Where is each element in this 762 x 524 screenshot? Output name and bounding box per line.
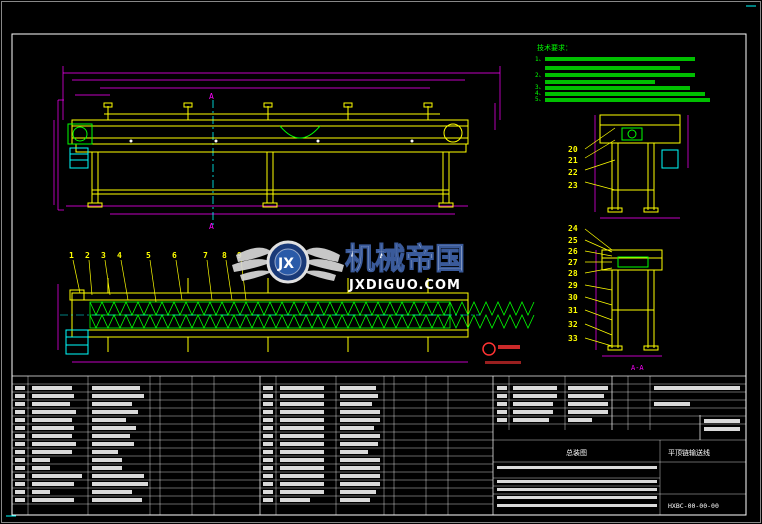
side-view-upper: 20 21 22 23 — [568, 114, 689, 219]
balloon-label: 1 — [69, 251, 74, 260]
parts-text-blocks — [15, 386, 740, 507]
front-dimensions — [53, 66, 501, 215]
tech-note-line: 5、 — [535, 96, 545, 103]
top-view: 1 2 3 4 5 6 7 8 9 — [57, 251, 535, 363]
balloon-label: 27 — [568, 258, 578, 267]
balloon-label: 8 — [222, 251, 227, 260]
tech-notes: 技术要求： 1、 2、 3、 4、 5、 — [535, 43, 710, 103]
drawing-name: 平顶链输送线 — [668, 448, 710, 457]
assembly-label: 总装图 — [566, 448, 587, 457]
top-view-leaders — [72, 259, 247, 303]
balloon-label: 6 — [172, 251, 177, 260]
watermark-url: JXDIGUO.COM — [348, 278, 461, 293]
balloon-label: 26 — [568, 247, 578, 256]
balloon-label: 2 — [85, 251, 90, 260]
balloon-label: 3 — [101, 251, 106, 260]
balloon-label: 4 — [117, 251, 122, 260]
parts-rows-right — [493, 376, 746, 515]
balloon-label: 32 — [568, 320, 578, 329]
tech-note-line: 2、 — [535, 72, 545, 79]
conveyor-frame — [71, 119, 469, 208]
watermark: JX 机械帝国 JXDIGUO.COM — [232, 240, 466, 293]
tech-note-line: 3、 — [535, 84, 545, 91]
section-mark-top: A — [209, 92, 214, 101]
tech-notes-title: 技术要求： — [537, 43, 572, 52]
emblem-letters: JX — [277, 256, 294, 272]
balloon-label: 25 — [568, 236, 578, 245]
balloon-label: 31 — [568, 306, 578, 315]
chain-sag — [279, 125, 321, 139]
balloon-label: 24 — [568, 224, 578, 233]
watermark-title: 机械帝国 — [345, 242, 465, 277]
wings-icon — [232, 247, 344, 281]
tech-notes-text-blocks — [545, 57, 710, 102]
drive-motor — [67, 123, 93, 169]
parts-list: 总装图 平顶链输送线 HXBC-00-00-00 — [11, 375, 747, 516]
section-view-label: A-A — [631, 364, 644, 372]
balloon-label: 20 — [568, 145, 578, 154]
tech-note-line: 1、 — [535, 56, 545, 63]
parts-rows-middle — [260, 376, 493, 515]
front-view: A A — [53, 66, 501, 231]
balloon-label: 5 — [146, 251, 151, 260]
balloon-label: 23 — [568, 181, 578, 190]
drawing-number: HXBC-00-00-00 — [668, 502, 719, 510]
top-view-motor — [65, 289, 89, 355]
parts-rows-left — [12, 376, 260, 515]
tail-sprocket — [443, 123, 463, 143]
tech-note-line: 4、 — [535, 90, 545, 97]
guide-posts — [103, 102, 440, 120]
balloon-label: 29 — [568, 281, 578, 290]
top-view-balloons: 1 2 3 4 5 6 7 8 9 — [69, 251, 242, 260]
balloon-label: 7 — [203, 251, 208, 260]
balloon-label: 30 — [568, 293, 578, 302]
section-mark-bottom: A — [209, 222, 214, 231]
bolt-marks — [129, 139, 414, 143]
top-view-dimensions — [57, 284, 468, 363]
balloon-label: 28 — [568, 269, 578, 278]
side-view-section-aa: 24 25 26 27 28 29 30 31 32 33 A-A — [568, 224, 663, 372]
logo-stamp — [482, 342, 521, 364]
balloon-label: 33 — [568, 334, 578, 343]
balloon-label: 22 — [568, 168, 578, 177]
balloon-label: 21 — [568, 156, 578, 165]
